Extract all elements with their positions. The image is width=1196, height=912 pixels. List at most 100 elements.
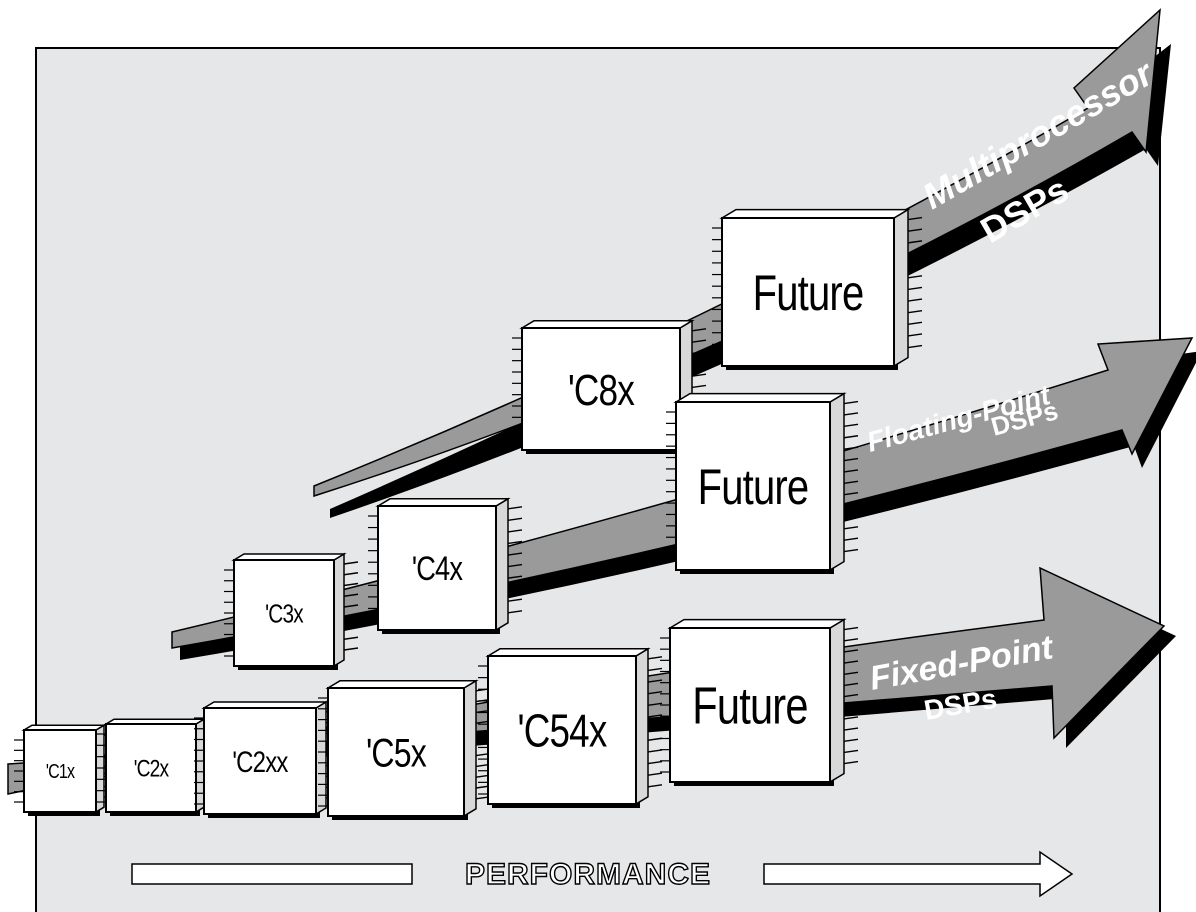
- chip-pin: [691, 373, 707, 377]
- chip-side: [829, 618, 845, 784]
- chip-pin: [843, 749, 859, 754]
- chip-pin: [647, 772, 663, 776]
- chip-pin: [507, 529, 523, 533]
- chip-pin: [647, 749, 663, 753]
- chip-pin: [843, 626, 859, 631]
- chip-floating-point-0: 'C3x: [224, 552, 359, 670]
- chip-face: [377, 505, 497, 631]
- chips-layer: 'C8xFuture'C3x'C4xFuture'C1x'C2x'C2xx'C5…: [14, 208, 923, 820]
- chip-floating-point-2: Future: [666, 392, 859, 574]
- chip-pin: [907, 286, 923, 291]
- chip-face: [105, 723, 197, 813]
- chip-pin: [691, 328, 707, 332]
- chip-pin: [843, 716, 859, 720]
- chip-pin: [647, 737, 663, 741]
- chip-top: [325, 680, 479, 689]
- chip-pin: [843, 649, 859, 653]
- chip-side: [195, 717, 205, 814]
- chip-side: [315, 700, 327, 816]
- chip-side: [495, 497, 509, 632]
- chip-pin: [647, 679, 663, 683]
- chip-fixed-point-4: 'C54x: [478, 647, 663, 808]
- chip-side: [463, 679, 477, 818]
- chip-pin: [843, 738, 859, 742]
- chip-pin: [507, 540, 523, 545]
- chip-label: 'C2x: [134, 755, 170, 783]
- chip-pin: [647, 784, 663, 788]
- chip-fixed-point-5: Future: [660, 618, 859, 786]
- chip-pin: [343, 572, 359, 576]
- chip-pin: [507, 552, 523, 556]
- chip-pin: [647, 667, 663, 672]
- chip-pin: [843, 446, 859, 450]
- chip-floating-point-1: 'C4x: [368, 497, 523, 634]
- chip-multiprocessor-0: 'C8x: [512, 319, 707, 454]
- chip-pin: [907, 263, 923, 267]
- chip-label: 'C54x: [518, 705, 608, 757]
- chip-pin: [907, 240, 923, 244]
- chip-pin: [343, 647, 359, 651]
- chip-pin: [343, 615, 359, 619]
- chip-face: [203, 707, 317, 815]
- chip-pin: [507, 586, 523, 591]
- performance-arrow: PERFORMANCE: [131, 850, 1074, 898]
- chip-pin: [343, 625, 359, 630]
- chip-face: [23, 729, 97, 813]
- chip-face: [487, 655, 637, 805]
- chip-pin: [843, 671, 859, 675]
- chip-pin: [647, 656, 663, 660]
- chip-pin: [907, 309, 923, 314]
- chip-label: 'C4x: [412, 549, 464, 588]
- chip-pin: [647, 725, 663, 730]
- performance-bar-right: [763, 850, 1074, 898]
- chip-pin: [843, 682, 859, 687]
- chip-face: [327, 687, 465, 817]
- chip-top: [667, 618, 847, 629]
- chip-label: 'C5x: [366, 730, 427, 775]
- chip-pin: [843, 660, 859, 664]
- chip-label: 'C3x: [265, 599, 304, 628]
- chip-top: [673, 392, 847, 403]
- chip-pin: [507, 598, 523, 602]
- chip-pin: [907, 298, 923, 302]
- chip-pin: [907, 333, 923, 337]
- chip-top: [485, 648, 651, 657]
- chip-pin: [843, 705, 859, 709]
- chip-pin: [843, 537, 859, 541]
- chip-pin: [507, 506, 523, 510]
- chip-face: [521, 327, 681, 451]
- chip-pin: [691, 362, 707, 366]
- chip-pin: [843, 469, 859, 473]
- chip-top: [375, 498, 511, 507]
- chip-label: 'C8x: [568, 366, 635, 415]
- chip-pin: [343, 636, 359, 640]
- chip-pin: [843, 760, 859, 765]
- chip-pin: [691, 384, 707, 389]
- chip-multiprocessor-1: Future: [712, 208, 923, 370]
- chip-pin: [647, 760, 663, 765]
- chip-pin: [907, 344, 923, 349]
- chip-face: [233, 559, 335, 667]
- chip-label: Future: [698, 459, 809, 515]
- chip-fixed-point-1: 'C2x: [96, 717, 219, 816]
- chip-fixed-point-3: 'C5x: [318, 679, 491, 820]
- chip-pin: [843, 526, 859, 530]
- chip-face: [721, 217, 895, 367]
- chip-top: [719, 208, 911, 219]
- chip-pin: [843, 491, 859, 496]
- chip-pin: [907, 321, 923, 326]
- chip-pin: [507, 563, 523, 568]
- chip-pin: [907, 228, 923, 232]
- chip-pin: [843, 638, 859, 642]
- chip-pin: [843, 693, 859, 698]
- chip-side: [635, 647, 649, 806]
- chip-pin: [907, 275, 923, 279]
- chip-label: 'C1x: [46, 761, 75, 783]
- chip-pin: [343, 604, 359, 608]
- chip-pin: [843, 435, 859, 439]
- chip-side: [829, 392, 845, 572]
- chip-pin: [691, 350, 707, 355]
- chip-pin: [691, 339, 707, 343]
- chip-label: 'C2xx: [232, 744, 288, 778]
